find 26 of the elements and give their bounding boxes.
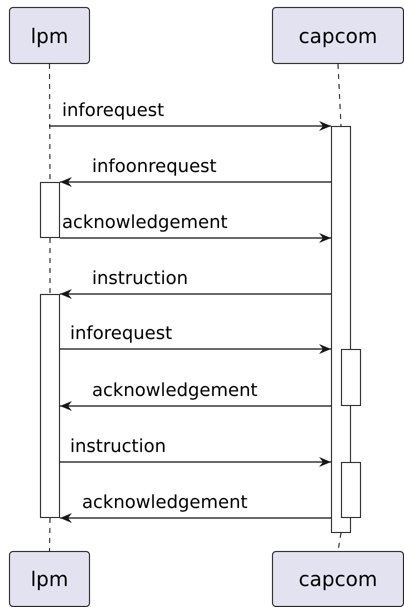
message-arrow (60, 289, 331, 299)
edge-label: infoonrequest (92, 158, 217, 176)
message-arrow (49, 121, 331, 131)
lifeline (49, 518, 50, 552)
participant-box: capcom (272, 551, 404, 607)
edge-label: acknowledgement (62, 214, 228, 232)
edge-label: inforequest (70, 325, 172, 343)
edge-label: acknowledgement (92, 382, 258, 400)
activation-bar (40, 294, 60, 518)
participant-box: capcom (272, 7, 404, 64)
lifeline (338, 64, 342, 126)
activation-bar (341, 462, 361, 518)
participant-box: lpm (9, 551, 90, 607)
edge-label: inforequest (62, 102, 164, 120)
edge-label: instruction (92, 270, 188, 288)
message-arrow (60, 177, 331, 187)
activation-bar (341, 349, 361, 406)
activation-bar (40, 182, 60, 238)
message-arrow (60, 513, 331, 523)
message-arrow (60, 344, 331, 354)
message-arrow (60, 457, 331, 467)
edge-label: instruction (70, 438, 166, 456)
message-arrow (60, 401, 331, 411)
message-arrow (60, 233, 331, 243)
edge-label: acknowledgement (82, 494, 248, 512)
participant-box: lpm (9, 7, 90, 64)
